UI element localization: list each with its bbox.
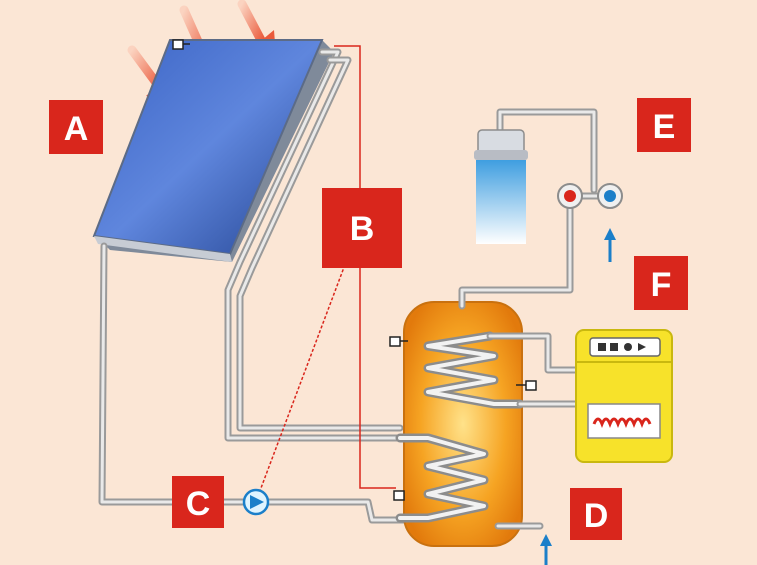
label-b: B xyxy=(322,188,402,268)
cold-supply-arrow-icon xyxy=(604,228,616,240)
boiler-heat-exchanger-coil xyxy=(423,331,525,409)
label-f-text: F xyxy=(651,266,672,304)
label-b-text: B xyxy=(350,210,375,248)
label-e-text: E xyxy=(653,108,676,146)
tank-lower-sensor xyxy=(393,490,405,501)
circulation-pump-icon xyxy=(242,488,270,516)
label-c: C xyxy=(172,476,224,528)
solar-heat-exchanger-coil xyxy=(395,433,489,523)
cold-tap-icon xyxy=(597,183,623,209)
boiler-coil-sensor xyxy=(525,380,537,391)
tank-upper-sensor xyxy=(389,336,401,347)
shower-and-mixer xyxy=(474,108,623,262)
backup-boiler xyxy=(575,329,673,463)
label-e: E xyxy=(637,98,691,152)
label-d: D xyxy=(570,488,622,540)
hot-tap-icon xyxy=(557,183,583,209)
cold-water-arrow-icon xyxy=(540,534,552,546)
shower-head-icon xyxy=(474,129,528,244)
cold-water-inlet xyxy=(494,522,552,565)
label-a-text: A xyxy=(64,110,89,148)
label-c-text: C xyxy=(186,485,211,523)
boiler-connection-pipes xyxy=(486,332,580,408)
panel-temperature-sensor xyxy=(172,39,184,50)
label-d-text: D xyxy=(584,497,609,535)
solar-collector-panel xyxy=(92,39,334,262)
burner-flame-icon xyxy=(592,417,652,429)
label-f: F xyxy=(634,256,688,310)
label-a: A xyxy=(49,100,103,154)
hot-water-outlet-pipe xyxy=(458,196,574,310)
